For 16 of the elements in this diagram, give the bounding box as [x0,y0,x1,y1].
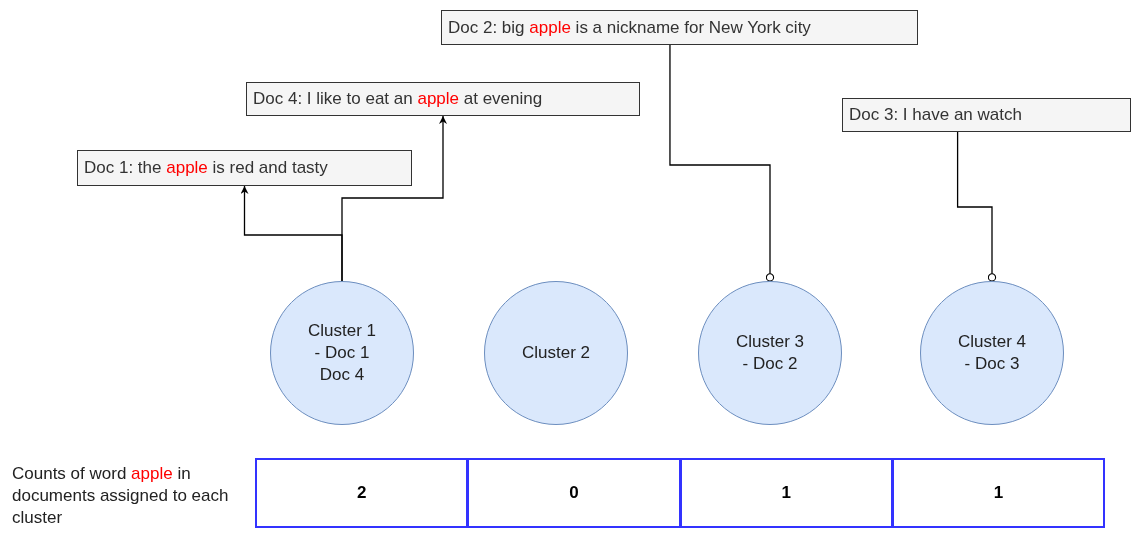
cluster-label: Cluster 4 - Doc 3 [957,330,1027,375]
cluster-label: Cluster 3 - Doc 2 [735,330,805,375]
row-label: Counts of word apple in documents assigned to each cluster [12,463,230,530]
connector-line [956,131,997,282]
count-cell: 1 [890,460,1103,526]
document-box: Doc 1: the apple is red and tasty [77,150,412,186]
document-box: Doc 2: big apple is a nickname for New York city [441,10,918,45]
count-cell: 1 [678,460,891,526]
arrow [341,115,447,282]
connector-line [669,44,775,282]
document-box: Doc 4: I like to eat an apple at evening [246,82,640,116]
count-cell-text: 2 [355,482,368,504]
cluster-label: Cluster 1 - Doc 1 Doc 4 [307,319,377,387]
cluster-label: Cluster 2 [521,341,591,364]
document-box: Doc 3: I have an watch [842,98,1131,132]
count-cell: 0 [466,460,679,526]
